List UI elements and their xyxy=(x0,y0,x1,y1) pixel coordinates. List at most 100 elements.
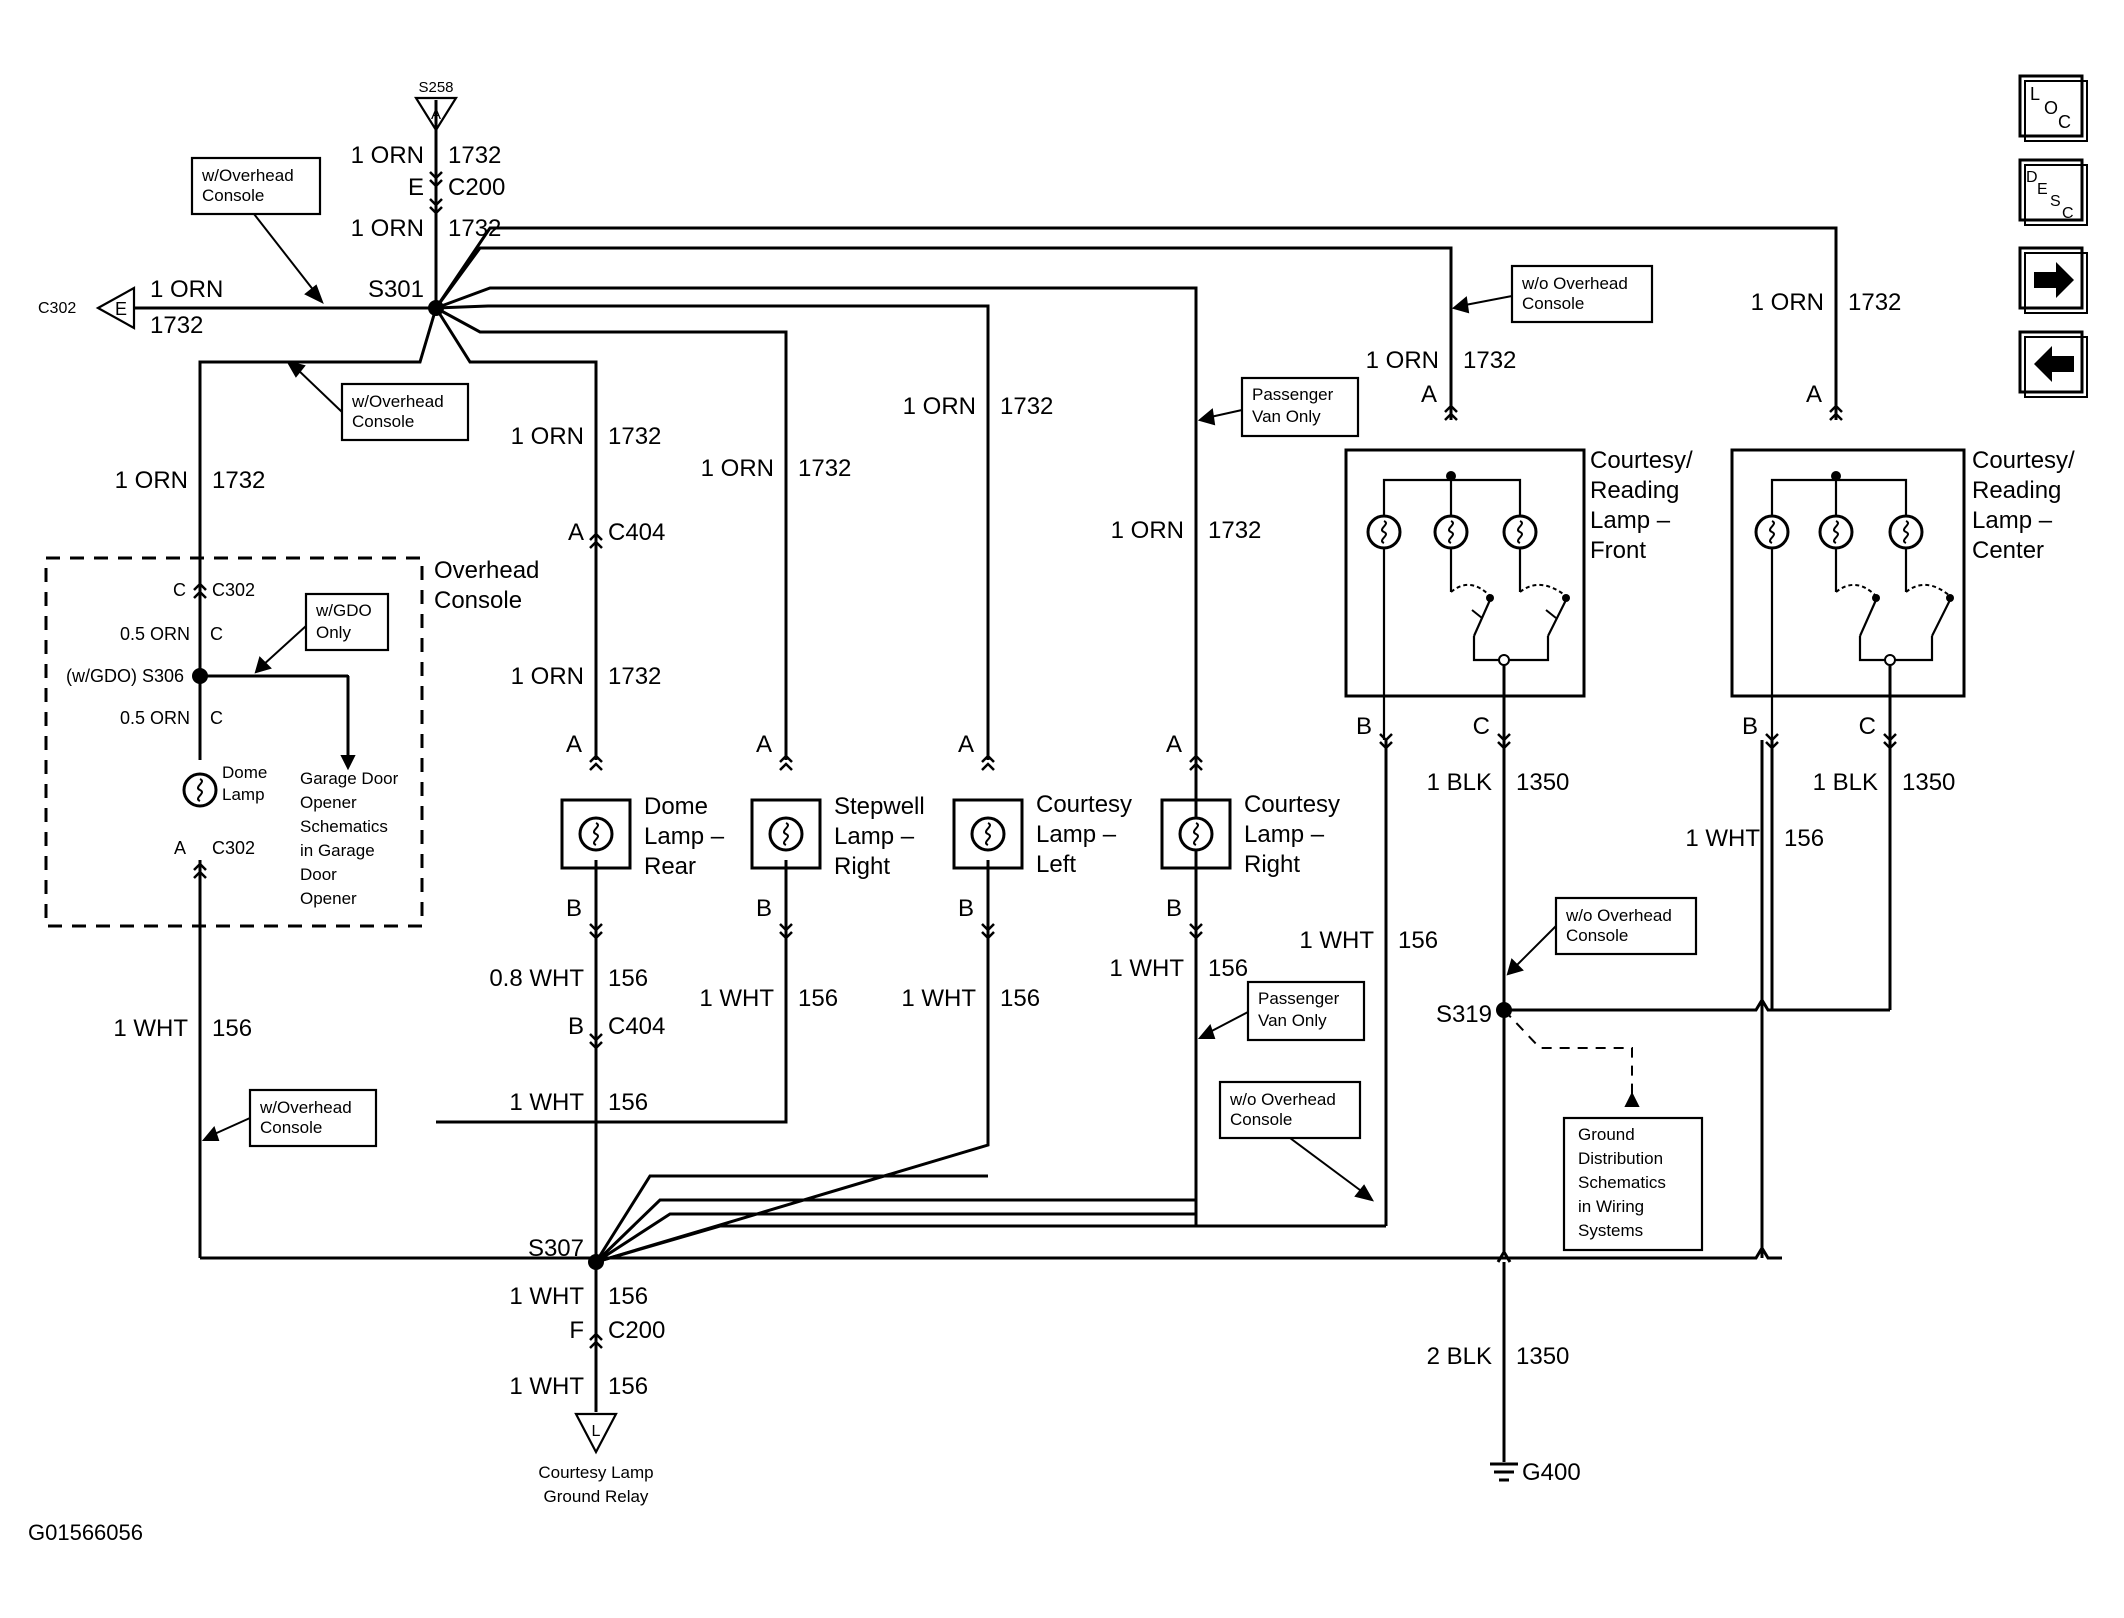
s258-triangle xyxy=(414,96,458,133)
reading-lamp-front-label-line: Courtesy/ xyxy=(1590,447,1693,474)
overhead-note-line: w/Overhead xyxy=(259,1098,352,1117)
wire-circuit: 1732 xyxy=(1000,393,1053,420)
overhead-console-labels: C C302 0.5 ORN C (w/GDO) S306 0.5 ORN C … xyxy=(66,580,255,858)
relay-pin: L xyxy=(592,1423,601,1440)
pin: A xyxy=(566,731,582,758)
connector-pin: A xyxy=(568,519,584,546)
connector-pin: E xyxy=(408,174,424,201)
gdo-note-line: Only xyxy=(316,623,351,642)
pin: A xyxy=(1806,381,1822,408)
wire-gauge: 1 BLK xyxy=(1427,769,1492,796)
splice-label: S319 xyxy=(1436,1001,1492,1028)
desc-letter: S xyxy=(2050,193,2061,210)
splice-label: S307 xyxy=(528,1235,584,1262)
reading-lamp-center-label-line: Lamp – xyxy=(1972,507,2053,534)
wire-circuit: 1350 xyxy=(1516,1343,1569,1370)
stepwell-lamp-label-line: Stepwell xyxy=(834,793,925,820)
connector-label: C200 xyxy=(448,174,505,201)
pin: C xyxy=(1473,713,1490,740)
connector-pin: C xyxy=(210,624,223,644)
connector-pin: A xyxy=(174,838,186,858)
reading-lamp-center xyxy=(1730,448,1966,740)
courtesy-lamp-left-label-line: Lamp – xyxy=(1036,821,1117,848)
overhead-note-line: w/Overhead xyxy=(351,392,444,411)
lamp-dome-rear xyxy=(560,798,632,870)
wire-circuit: 156 xyxy=(798,985,838,1012)
pin-labels: A B A B A B A B A B C A B C xyxy=(566,381,1876,922)
wire-gauge: 1 WHT xyxy=(1299,927,1374,954)
pin: B xyxy=(1742,713,1758,740)
passenger-van-note-line: Passenger xyxy=(1258,989,1340,1008)
lamp-courtesy-right xyxy=(1160,798,1232,870)
wire-circuit: 1732 xyxy=(608,423,661,450)
leader-arrows xyxy=(200,213,1640,1202)
c302-left-label: C302 xyxy=(38,300,76,317)
pin: B xyxy=(1166,895,1182,922)
wire-circuit: 1350 xyxy=(1516,769,1569,796)
garage-door-note-line: Schematics xyxy=(300,817,388,836)
dome-lamp-label-line: Lamp xyxy=(222,785,265,804)
wire-circuit: 156 xyxy=(1784,825,1824,852)
wire-circuit: 156 xyxy=(608,1283,648,1310)
arrow-left-icon xyxy=(2034,346,2074,382)
connector-label: C404 xyxy=(608,519,665,546)
without-overhead-note-line: Console xyxy=(1522,294,1584,313)
overhead-note-line: Console xyxy=(352,412,414,431)
desc-letter: E xyxy=(2037,181,2048,198)
s258-pin: A xyxy=(431,106,441,123)
desc-button[interactable]: D E S C xyxy=(2018,158,2088,226)
g400-label: G400 xyxy=(1522,1459,1581,1486)
next-button[interactable] xyxy=(2018,246,2088,314)
wire-circuit: 1732 xyxy=(1848,289,1901,316)
dome-lamp-label-line: Dome xyxy=(222,763,267,782)
passenger-van-note-line: Passenger xyxy=(1252,385,1334,404)
pin: C xyxy=(1859,713,1876,740)
arrow-right-icon xyxy=(2034,262,2074,298)
relay-label-line: Courtesy Lamp xyxy=(538,1463,653,1482)
loc-letter: C xyxy=(2058,112,2071,132)
prev-button[interactable] xyxy=(2018,330,2088,398)
wires xyxy=(134,100,1892,1462)
wire-circuit: 1732 xyxy=(448,142,501,169)
wire-gauge: 0.5 ORN xyxy=(120,708,190,728)
connector-pin: C xyxy=(210,708,223,728)
overhead-console-title-line: Console xyxy=(434,587,522,614)
reading-lamp-center-label-line: Courtesy/ xyxy=(1972,447,2075,474)
ground-distribution-note-line: Distribution xyxy=(1578,1149,1663,1168)
wire-gauge: 1 WHT xyxy=(113,1015,188,1042)
pin: B xyxy=(566,895,582,922)
stepwell-lamp-label-line: Right xyxy=(834,853,890,880)
wire-gauge: 1 ORN xyxy=(1751,289,1824,316)
wire-gauge: 0.5 ORN xyxy=(120,624,190,644)
overhead-console-box xyxy=(44,556,424,928)
wire-circuit: 156 xyxy=(608,1089,648,1116)
wire-circuit: 1732 xyxy=(1208,517,1261,544)
wire-gauge: 1 ORN xyxy=(351,142,424,169)
reading-lamp-front-label-line: Lamp – xyxy=(1590,507,1671,534)
wire-gauge: 1 ORN xyxy=(511,423,584,450)
wire-gauge: 1 WHT xyxy=(509,1373,584,1400)
wire-circuit: 1732 xyxy=(798,455,851,482)
wire-circuit: 1350 xyxy=(1902,769,1955,796)
pin: B xyxy=(958,895,974,922)
splice-label: (w/GDO) S306 xyxy=(66,666,184,686)
wire-circuit: 156 xyxy=(212,1015,252,1042)
connector-label: C200 xyxy=(608,1317,665,1344)
without-overhead-note-line: w/o Overhead xyxy=(1565,906,1672,925)
lamp-stepwell xyxy=(750,798,822,870)
courtesy-lamp-right-label-line: Courtesy xyxy=(1244,791,1340,818)
wire-gauge: 1 WHT xyxy=(509,1283,584,1310)
loc-button[interactable]: L O C xyxy=(2018,74,2088,142)
